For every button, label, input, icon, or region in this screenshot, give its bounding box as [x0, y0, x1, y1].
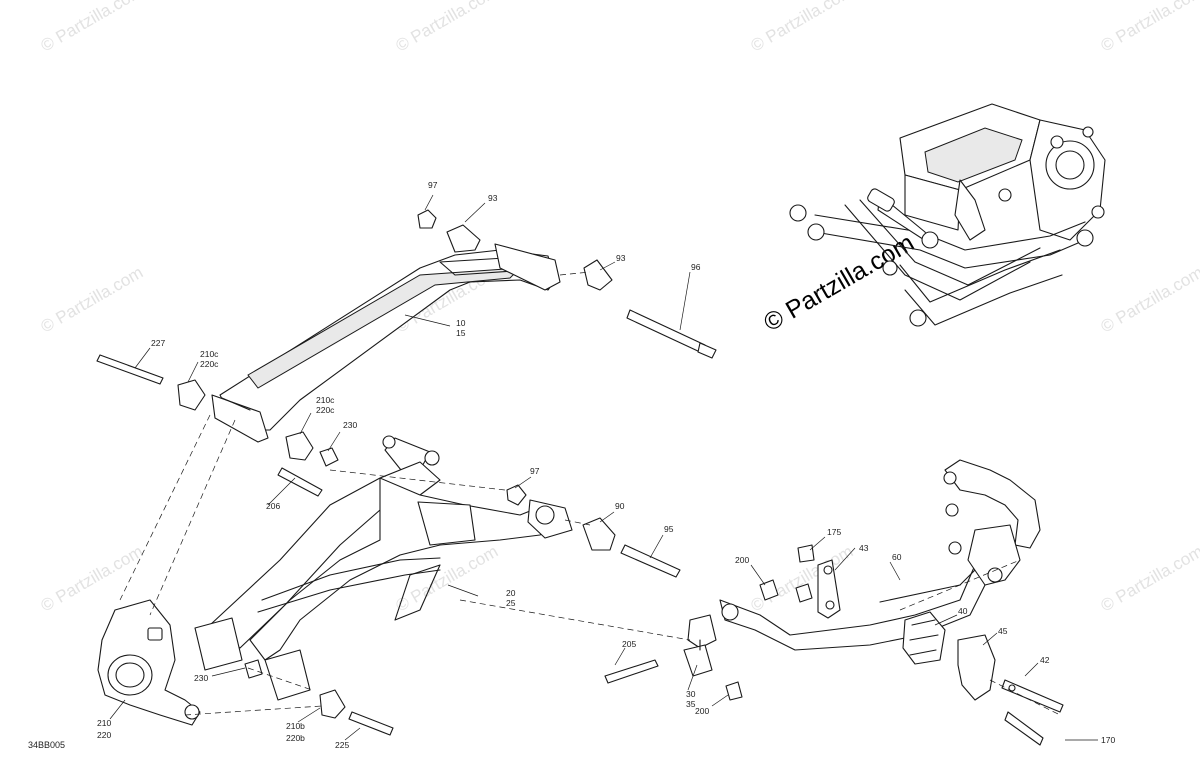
callout-220: 220	[97, 730, 111, 740]
callout-220c: 220c	[316, 405, 335, 415]
callout-15: 15	[456, 328, 466, 338]
assembly-lines	[119, 271, 1061, 716]
knuckle	[97, 599, 201, 726]
callout-60: 60	[892, 552, 902, 562]
watermark: © Partzilla.com	[1098, 263, 1200, 337]
callout-35: 35	[686, 699, 696, 709]
watermark: © Partzilla.com	[393, 0, 502, 55]
callout-220c: 220c	[200, 359, 219, 369]
callout-42: 42	[1040, 655, 1050, 665]
callout-93: 93	[616, 253, 626, 263]
watermark: © Partzilla.com	[1098, 0, 1200, 55]
callout-170: 170	[1101, 735, 1115, 745]
callout-96: 96	[691, 262, 701, 272]
upper-a-arm	[211, 243, 561, 443]
hardware	[96, 209, 1064, 746]
callout-40: 40	[958, 606, 968, 616]
watermark: © Partzilla.com	[38, 263, 147, 337]
callout-210c: 210c	[200, 349, 219, 359]
callout-205: 205	[622, 639, 636, 649]
callout-97: 97	[530, 466, 540, 476]
leader-lines	[109, 194, 1098, 741]
callout-25: 25	[506, 598, 516, 608]
callout-227: 227	[151, 338, 165, 348]
callout-225: 225	[335, 740, 349, 750]
callout-220b: 220b	[286, 733, 305, 743]
watermark: © Partzilla.com	[38, 542, 147, 616]
callout-95: 95	[664, 524, 674, 534]
assembly-overview-illustration	[789, 103, 1106, 327]
sway-bar-assembly	[683, 459, 1041, 701]
callout-200: 200	[695, 706, 709, 716]
callout-210c: 210c	[316, 395, 335, 405]
callout-97: 97	[428, 180, 438, 190]
callout-10: 10	[456, 318, 466, 328]
callout-labels: 97 93 93 96 10 15 227 210c 220c 210c 220…	[97, 180, 1115, 750]
callout-210: 210	[97, 718, 111, 728]
callout-210b: 210b	[286, 721, 305, 731]
callout-43: 43	[859, 543, 869, 553]
callout-206: 206	[266, 501, 280, 511]
brand-watermark: © Partzilla.com	[759, 229, 919, 337]
callout-30: 30	[686, 689, 696, 699]
callout-93: 93	[488, 193, 498, 203]
callout-230: 230	[194, 673, 208, 683]
lower-a-arm	[194, 435, 573, 701]
callout-45: 45	[998, 626, 1008, 636]
watermark: © Partzilla.com	[748, 0, 857, 55]
watermark: © Partzilla.com	[38, 0, 147, 55]
callout-200: 200	[735, 555, 749, 565]
callout-175: 175	[827, 527, 841, 537]
callout-230: 230	[343, 420, 357, 430]
callout-20: 20	[506, 588, 516, 598]
callout-90: 90	[615, 501, 625, 511]
diagram-code: 34BB005	[28, 740, 65, 750]
watermark: © Partzilla.com	[1098, 542, 1200, 616]
